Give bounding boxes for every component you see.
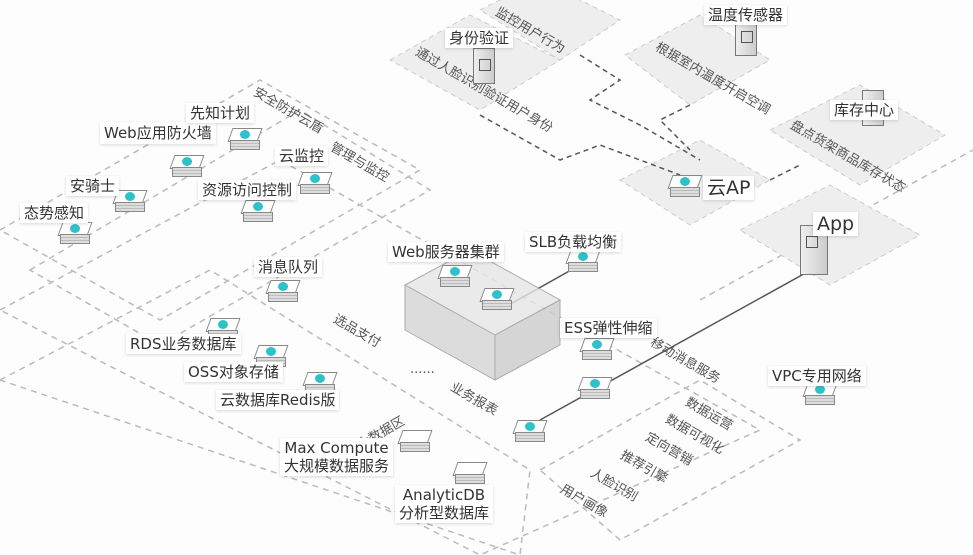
access-control-icon <box>240 200 276 222</box>
rds-label: RDS业务数据库 <box>126 334 241 354</box>
slb-icon <box>565 250 601 272</box>
maxcompute-desc: 大规模数据服务 <box>284 457 390 475</box>
analyticdb-name: AnalyticDB <box>402 486 486 504</box>
temperature-zone <box>624 14 771 106</box>
waf-icon <box>169 155 205 177</box>
xianzhi-icon <box>227 128 263 150</box>
message-queue-label: 消息队列 <box>254 257 323 277</box>
id-card-icon <box>473 48 495 84</box>
xianzhi-label: 先知计划 <box>186 103 255 123</box>
analyticdb-label: AnalyticDB 分析型数据库 <box>395 485 494 523</box>
ess-label: ESS弹性伸缩 <box>560 318 657 338</box>
temperature-label: 温度传感器 <box>704 5 788 25</box>
maxcompute-label: Max Compute 大规模数据服务 <box>280 438 394 476</box>
web-cluster-box <box>403 249 562 381</box>
security-guard-label: 安骑士 <box>66 176 120 196</box>
web-server-icon <box>437 265 473 287</box>
app-label: App <box>813 212 859 236</box>
redis-label: 云数据库Redis版 <box>216 390 340 410</box>
situation-awareness-label: 态势感知 <box>20 203 89 223</box>
sensor-icon <box>735 20 757 56</box>
web-server-icon <box>479 288 515 310</box>
message-queue-icon <box>265 280 301 302</box>
vpc-icon <box>802 383 838 405</box>
web-cluster-label: Web服务器集群 <box>388 242 504 262</box>
security-guard-icon <box>112 190 148 212</box>
cloud-ap-icon <box>667 175 703 197</box>
ess-icon <box>579 338 615 360</box>
behavior-zone <box>478 0 621 61</box>
analyticdb-icon <box>452 462 488 484</box>
data-apps-zone-outline <box>538 379 802 541</box>
access-control-label: 资源访问控制 <box>198 180 297 200</box>
business-report-icon <box>512 420 548 442</box>
inventory-label: 库存中心 <box>830 100 899 120</box>
identity-label: 身份验证 <box>445 28 514 48</box>
management-zone-outline <box>28 109 432 346</box>
cloud-ap-label: 云AP <box>703 176 755 200</box>
maxcompute-icon <box>397 430 433 452</box>
waf-label: Web应用防火墙 <box>100 122 216 144</box>
storage-zone-outline <box>0 269 531 555</box>
cloud-monitor-label: 云监控 <box>275 146 329 166</box>
maxcompute-name: Max Compute <box>284 439 389 457</box>
vpc-label: VPC专用网络 <box>768 366 866 386</box>
analyticdb-desc: 分析型数据库 <box>399 504 490 522</box>
mobile-message-icon <box>577 377 613 399</box>
waf-label-text: Web应用防火墙 <box>104 124 212 142</box>
ellipsis-label: ...... <box>410 362 435 377</box>
core-zone-outline <box>0 159 762 555</box>
cloud-monitor-icon <box>297 172 333 194</box>
situation-awareness-icon <box>57 222 93 244</box>
oss-label: OSS对象存储 <box>184 362 283 382</box>
slb-label: SLB负载均衡 <box>525 232 622 252</box>
